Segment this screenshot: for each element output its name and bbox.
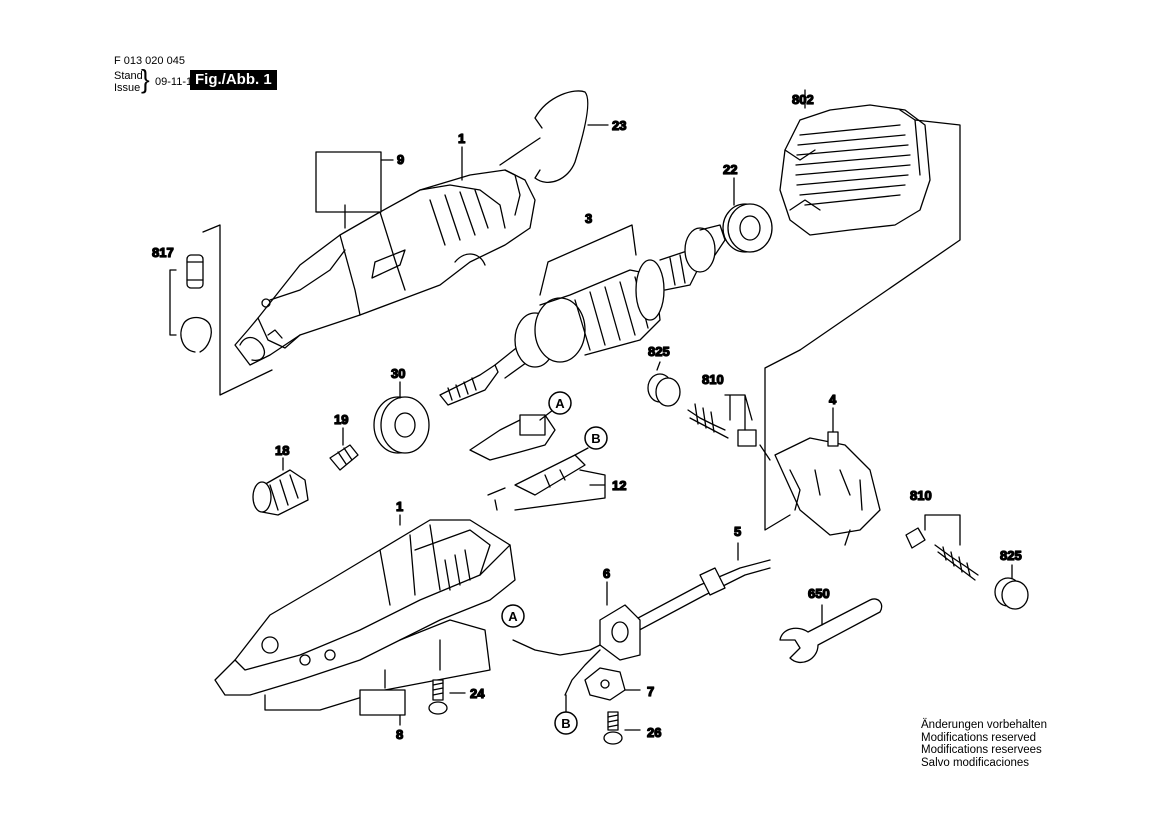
brace-symbol: }: [141, 64, 150, 94]
note-en: Modifications reserved: [921, 731, 1037, 744]
figure-badge: Fig./Abb. 1: [190, 70, 277, 90]
connector-b-top-label: B: [591, 431, 600, 446]
note-es: Salvo modificaciones: [921, 756, 1030, 769]
brush-cap-825-bottom-drawing: [905, 514, 1029, 610]
label-9: 9: [397, 152, 404, 167]
connector-a-top: A: [548, 391, 572, 415]
connector-a-top-label: A: [555, 396, 565, 411]
note-fr: Modifications reservees: [921, 744, 1042, 756]
connector-a-bottom: A: [501, 604, 525, 628]
screw-26-drawing: [603, 711, 641, 745]
modification-notes: Änderungen vorbehalten Modifications res…: [921, 719, 1047, 769]
label-817: 817: [152, 245, 174, 260]
collet-nut-18-drawing: [252, 457, 309, 516]
label-22: 22: [723, 162, 737, 177]
connector-b-top: B: [584, 426, 608, 450]
cable-clamp-7-drawing: [584, 667, 641, 701]
label-825-top: 825: [648, 344, 670, 359]
bearing-30-drawing: [373, 381, 430, 454]
label-8: 8: [396, 727, 403, 742]
housing-assembled-drawing: [234, 169, 536, 366]
brush-cap-825-top-drawing: [647, 361, 757, 447]
brush-holder-12-drawing: [469, 409, 606, 511]
field-coil-802-drawing: [779, 89, 961, 351]
label-650: 650: [808, 586, 830, 601]
pin-817-drawing: [169, 224, 273, 396]
issue-date: 09-11-17: [155, 76, 199, 88]
label-plate-9: [315, 151, 382, 213]
housing-half-drawing: [214, 514, 516, 711]
label-1-top: 1: [458, 131, 465, 146]
bearing-22-drawing: [722, 177, 773, 253]
label-6: 6: [603, 566, 610, 581]
screw-24-drawing: [428, 679, 466, 715]
label-24: 24: [470, 686, 485, 701]
label-5: 5: [734, 524, 741, 539]
label-810-bottom: 810: [910, 488, 932, 503]
label-26: 26: [647, 725, 661, 740]
stand-label: Stand: [114, 70, 143, 82]
label-802: 802: [792, 92, 814, 107]
armature-drawing: [439, 224, 726, 406]
label-825-bottom: 825: [1000, 548, 1022, 563]
label-23: 23: [612, 118, 626, 133]
collet-19-drawing: [329, 427, 359, 471]
connector-b-bottom: B: [554, 711, 578, 735]
label-4: 4: [829, 392, 837, 407]
label-810-top: 810: [702, 372, 724, 387]
connector-b-bottom-label: B: [561, 716, 570, 731]
label-3: 3: [585, 211, 592, 226]
connector-a-bottom-label: A: [508, 609, 518, 624]
label-19: 19: [334, 412, 348, 427]
label-plate-8: [359, 689, 406, 716]
label-12: 12: [612, 478, 626, 493]
spring-clip-drawing: [534, 90, 589, 183]
wrench-650-drawing: [779, 598, 883, 663]
power-cord-drawing: [512, 542, 771, 696]
label-1-bottom: 1: [396, 499, 403, 514]
note-de: Änderungen vorbehalten: [921, 719, 1047, 731]
issue-label: Issue: [114, 82, 141, 94]
label-7: 7: [647, 684, 654, 699]
part-number: F 013 020 045: [114, 55, 185, 67]
label-18: 18: [275, 443, 289, 458]
label-30: 30: [391, 366, 405, 381]
end-cap-4-drawing: [759, 349, 881, 546]
